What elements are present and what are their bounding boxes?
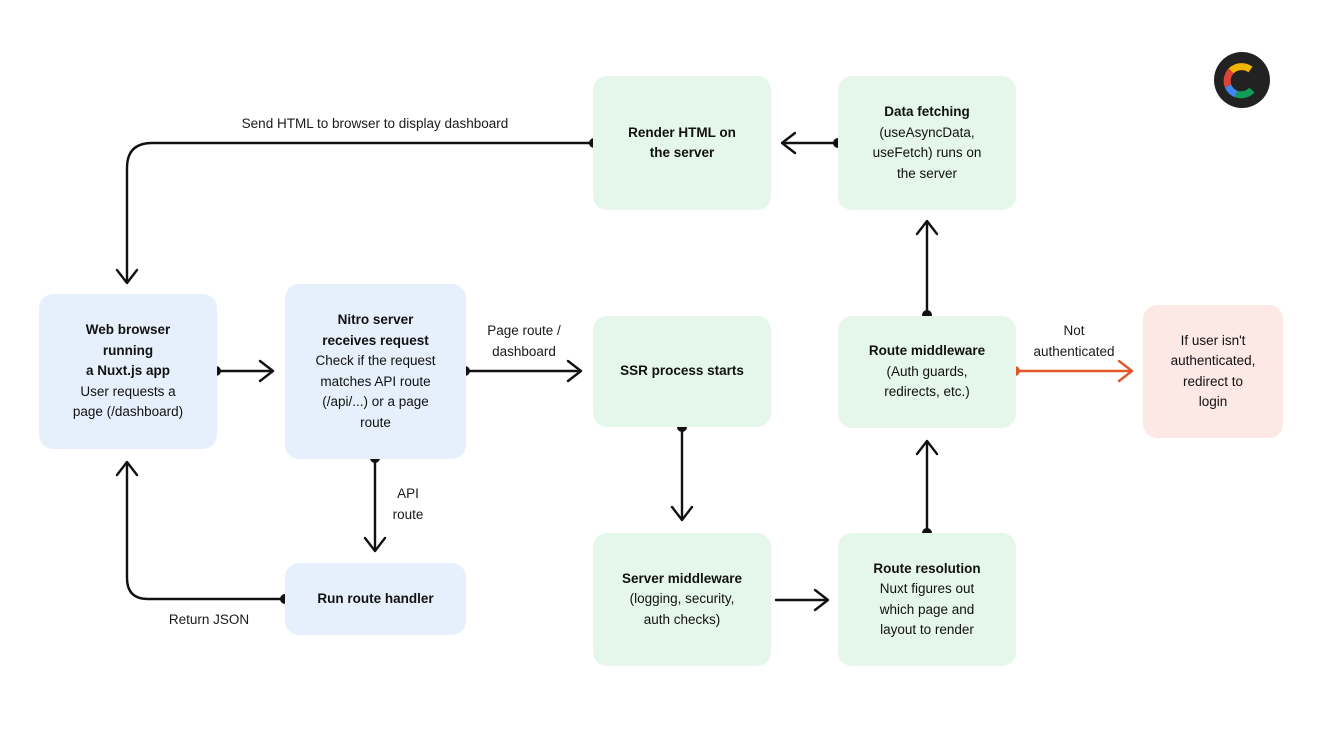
- node-ssr-title: SSR process starts: [620, 363, 744, 379]
- edge-route-res-to-route-mw: [915, 439, 939, 538]
- node-server-middleware-title: Server middleware: [621, 570, 743, 586]
- node-route-middleware-title: Route middleware: [868, 343, 986, 359]
- node-route-middleware: Route middleware (Auth guards, redirects…: [838, 316, 1016, 428]
- node-browser: Web browser running a Nuxt.js app User r…: [39, 294, 217, 449]
- edge-browser-to-nitro: [211, 359, 275, 383]
- node-redirect-body: If user isn't authenticated, redirect to…: [1170, 332, 1256, 410]
- edge-label-api-route: API route: [392, 486, 424, 522]
- edge-route-mw-to-data-fetch: [915, 219, 939, 320]
- c-logo-icon: [1223, 63, 1255, 99]
- node-ssr: SSR process starts: [593, 316, 771, 427]
- node-render-html: Render HTML on the server: [593, 76, 771, 210]
- edge-nitro-to-ssr: [460, 359, 583, 383]
- node-nitro: Nitro server receives request Check if t…: [285, 284, 466, 459]
- node-route-resolution-title: Route resolution: [873, 560, 981, 576]
- edge-data-fetch-to-render: [780, 131, 843, 155]
- node-route-resolution-body: Nuxt figures out which page and layout t…: [879, 581, 975, 637]
- edge-label-page-route: Page route / dashboard: [487, 323, 561, 359]
- node-browser-body: User requests a page (/dashboard): [72, 383, 184, 420]
- edge-label-send-html: Send HTML to browser to display dashboar…: [241, 116, 509, 131]
- node-route-handler-title: Run route handler: [317, 590, 434, 606]
- logo: [1214, 52, 1270, 108]
- node-route-middleware-body: (Auth guards, redirects, etc.): [884, 363, 970, 400]
- edge-route-mw-to-redirect: [1010, 359, 1134, 383]
- edge-label-return-json: Return JSON: [168, 612, 250, 627]
- node-route-handler: Run route handler: [285, 563, 466, 635]
- edge-server-mw-to-route-res: [774, 588, 830, 612]
- edge-render-to-browser: [115, 138, 599, 285]
- node-nitro-title: Nitro server receives request: [322, 312, 429, 348]
- edge-route-handler-to-browser: [115, 460, 290, 604]
- node-data-fetching-body: (useAsyncData, useFetch) runs on the ser…: [872, 124, 982, 181]
- node-route-resolution: Route resolution Nuxt figures out which …: [838, 533, 1016, 666]
- edge-ssr-to-server-mw: [670, 422, 694, 522]
- node-data-fetching: Data fetching (useAsyncData, useFetch) r…: [838, 76, 1016, 210]
- node-redirect: If user isn't authenticated, redirect to…: [1143, 305, 1283, 438]
- node-data-fetching-title: Data fetching: [884, 104, 970, 119]
- node-browser-title: Web browser running a Nuxt.js app: [85, 322, 171, 379]
- edge-label-not-authenticated: Not authenticated: [1033, 323, 1115, 359]
- node-server-middleware-body: (logging, security, auth checks): [629, 591, 735, 627]
- node-nitro-body: Check if the request matches API route (…: [315, 353, 436, 430]
- node-server-middleware: Server middleware (logging, security, au…: [593, 533, 771, 666]
- node-render-html-title: Render HTML on the server: [628, 124, 736, 161]
